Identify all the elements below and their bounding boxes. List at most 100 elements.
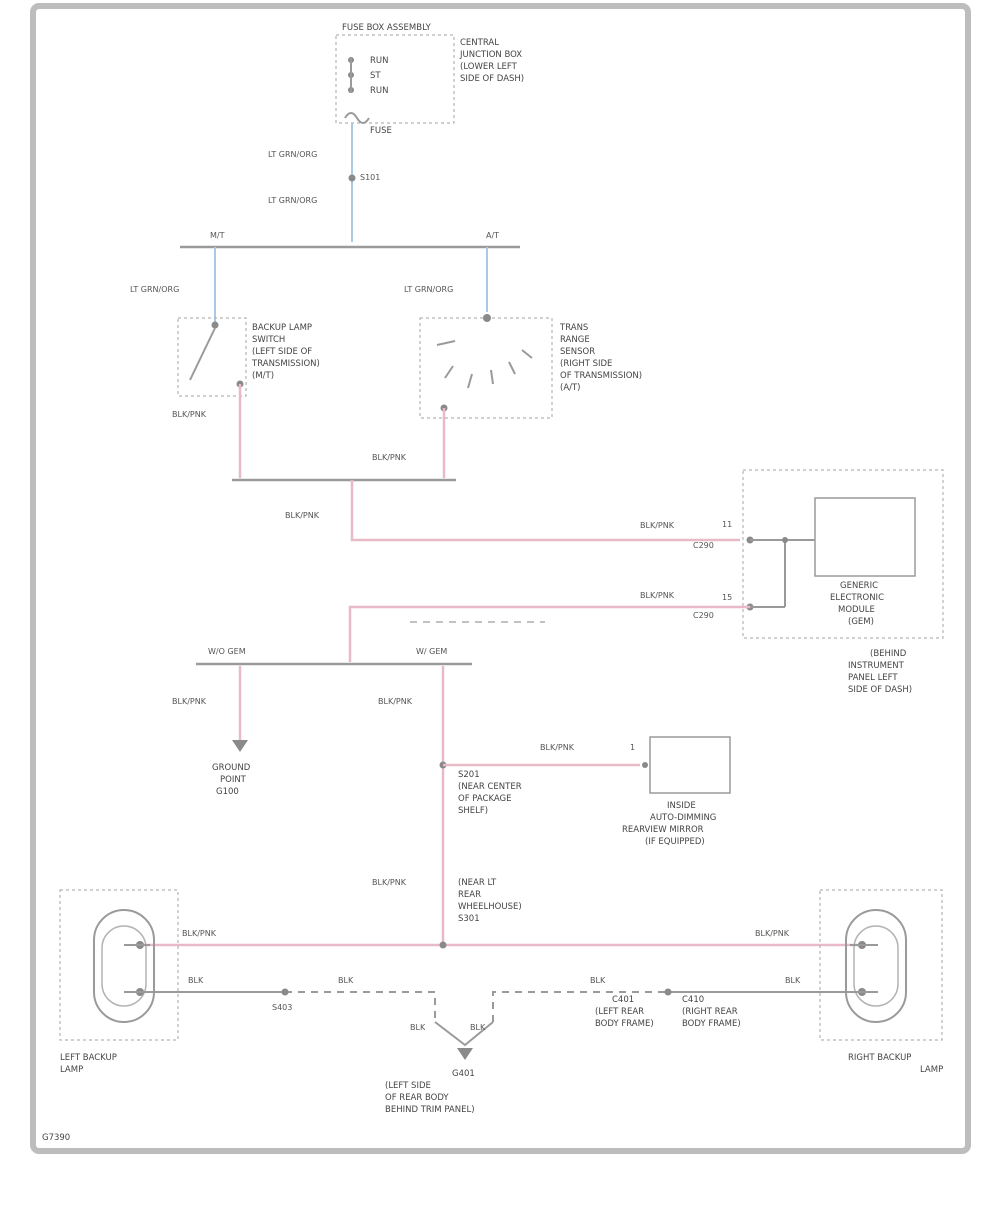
svg-text:M/T: M/T: [210, 231, 225, 240]
svg-text:BLK/PNK: BLK/PNK: [372, 878, 407, 887]
svg-text:RANGE: RANGE: [560, 335, 590, 345]
svg-text:JUNCTION BOX: JUNCTION BOX: [459, 50, 522, 60]
svg-text:TRANS: TRANS: [559, 323, 588, 333]
svg-text:POINT: POINT: [220, 775, 247, 785]
svg-text:SIDE OF DASH): SIDE OF DASH): [460, 74, 524, 84]
gem-module: GENERIC ELECTRONIC MODULE (GEM) (BEHIND …: [742, 469, 944, 695]
svg-text:RIGHT BACKUP: RIGHT BACKUP: [848, 1053, 911, 1063]
svg-text:CENTRAL: CENTRAL: [460, 38, 499, 48]
svg-text:WHEELHOUSE): WHEELHOUSE): [458, 902, 522, 912]
svg-text:(GEM): (GEM): [848, 617, 874, 627]
svg-text:BLK/PNK: BLK/PNK: [372, 453, 407, 462]
svg-text:(BEHIND: (BEHIND: [870, 649, 907, 659]
svg-text:RUN: RUN: [370, 86, 389, 96]
svg-text:BLK: BLK: [188, 976, 204, 985]
svg-text:OF REAR BODY: OF REAR BODY: [385, 1093, 449, 1103]
svg-text:G401: G401: [452, 1069, 475, 1079]
svg-text:(RIGHT SIDE: (RIGHT SIDE: [560, 359, 612, 369]
svg-text:BLK/PNK: BLK/PNK: [182, 929, 217, 938]
svg-text:G100: G100: [216, 787, 239, 797]
splice-s403: [281, 988, 289, 996]
svg-text:ST: ST: [370, 71, 381, 81]
svg-text:BLK: BLK: [590, 976, 606, 985]
left-backup-lamp: LEFT BACKUP LAMP: [59, 889, 179, 1075]
svg-text:INSIDE: INSIDE: [667, 801, 696, 811]
svg-text:OF TRANSMISSION): OF TRANSMISSION): [560, 371, 642, 381]
right-backup-lamp: RIGHT BACKUP LAMP: [819, 889, 943, 1075]
svg-text:BLK/PNK: BLK/PNK: [640, 591, 675, 600]
svg-text:15: 15: [722, 593, 732, 602]
ground-point-icon: [232, 740, 248, 752]
svg-text:BLK/PNK: BLK/PNK: [285, 511, 320, 520]
svg-text:RUN: RUN: [370, 56, 389, 66]
svg-text:BACKUP LAMP: BACKUP LAMP: [252, 323, 312, 333]
svg-text:(A/T): (A/T): [560, 383, 581, 393]
svg-text:PANEL LEFT: PANEL LEFT: [848, 673, 898, 683]
svg-text:S301: S301: [458, 914, 480, 924]
svg-text:BLK/PNK: BLK/PNK: [378, 697, 413, 706]
svg-text:BLK: BLK: [785, 976, 801, 985]
svg-text:LEFT BACKUP: LEFT BACKUP: [60, 1053, 117, 1063]
svg-text:S101: S101: [360, 173, 380, 182]
svg-text:SHELF): SHELF): [458, 806, 488, 816]
svg-text:REAR: REAR: [458, 890, 481, 900]
svg-text:W/O GEM: W/O GEM: [208, 647, 246, 656]
svg-text:C401: C401: [612, 995, 634, 1005]
wire-to-gem-upper: [350, 480, 740, 542]
svg-text:(M/T): (M/T): [252, 371, 274, 381]
svg-text:C290: C290: [693, 611, 714, 620]
svg-text:(LEFT SIDE OF: (LEFT SIDE OF: [252, 347, 312, 357]
svg-text:BEHIND TRIM PANEL): BEHIND TRIM PANEL): [385, 1105, 475, 1115]
svg-text:GENERIC: GENERIC: [840, 581, 878, 591]
svg-text:OF PACKAGE: OF PACKAGE: [458, 794, 512, 804]
svg-text:1: 1: [630, 743, 635, 752]
svg-text:BLK: BLK: [338, 976, 354, 985]
svg-text:(NEAR CENTER: (NEAR CENTER: [458, 782, 522, 792]
ground-g401: BLK BLK G401 (LEFT SIDE OF REAR BODY BEH…: [385, 991, 668, 1115]
fuse-box: FUSE BOX ASSEMBLY RUN ST RUN FUSE CENTRA…: [335, 23, 524, 136]
backup-lamp-switch-mt: BACKUP LAMP SWITCH (LEFT SIDE OF TRANSMI…: [177, 317, 320, 397]
svg-text:BLK: BLK: [410, 1023, 426, 1032]
footer-code: G7390: [42, 1133, 70, 1143]
splice-s101: [348, 174, 356, 182]
svg-text:BODY FRAME): BODY FRAME): [595, 1019, 654, 1029]
svg-text:(IF EQUIPPED): (IF EQUIPPED): [645, 837, 705, 847]
svg-text:BLK/PNK: BLK/PNK: [172, 410, 207, 419]
connector-right: [664, 988, 672, 996]
svg-text:INSTRUMENT: INSTRUMENT: [848, 661, 905, 671]
svg-text:11: 11: [722, 520, 732, 529]
svg-text:LAMP: LAMP: [920, 1065, 943, 1075]
wire-from-gem-lower: [348, 605, 750, 662]
svg-text:LT GRN/ORG: LT GRN/ORG: [404, 285, 453, 294]
svg-text:LT GRN/ORG: LT GRN/ORG: [268, 196, 317, 205]
svg-text:BODY FRAME): BODY FRAME): [682, 1019, 741, 1029]
svg-text:BLK/PNK: BLK/PNK: [755, 929, 790, 938]
inside-mirror: INSIDE AUTO-DIMMING REARVIEW MIRROR (IF …: [622, 736, 731, 847]
svg-text:(RIGHT REAR: (RIGHT REAR: [682, 1007, 738, 1017]
diagram-frame: [30, 3, 971, 1154]
trans-range-sensor-at: TRANS RANGE SENSOR (RIGHT SIDE OF TRANSM…: [419, 314, 642, 419]
svg-text:BLK/PNK: BLK/PNK: [172, 697, 207, 706]
svg-text:A/T: A/T: [486, 231, 499, 240]
svg-text:LT GRN/ORG: LT GRN/ORG: [130, 285, 179, 294]
svg-text:BLK: BLK: [470, 1023, 486, 1032]
svg-text:(NEAR LT: (NEAR LT: [458, 878, 497, 888]
svg-text:BLK/PNK: BLK/PNK: [640, 521, 675, 530]
svg-text:LAMP: LAMP: [60, 1065, 83, 1075]
svg-text:REARVIEW MIRROR: REARVIEW MIRROR: [622, 825, 704, 835]
splice-s301: [439, 941, 447, 949]
svg-text:LT GRN/ORG: LT GRN/ORG: [268, 150, 317, 159]
svg-text:SIDE OF DASH): SIDE OF DASH): [848, 685, 912, 695]
svg-text:MODULE: MODULE: [838, 605, 875, 615]
svg-text:GROUND: GROUND: [212, 763, 251, 773]
svg-text:W/ GEM: W/ GEM: [416, 647, 447, 656]
svg-text:SENSOR: SENSOR: [560, 347, 595, 357]
svg-text:TRANSMISSION): TRANSMISSION): [251, 359, 320, 369]
svg-text:FUSE: FUSE: [370, 126, 392, 136]
svg-text:(LEFT SIDE: (LEFT SIDE: [385, 1081, 431, 1091]
svg-text:ELECTRONIC: ELECTRONIC: [830, 593, 884, 603]
svg-text:AUTO-DIMMING: AUTO-DIMMING: [650, 813, 716, 823]
svg-text:(LEFT REAR: (LEFT REAR: [595, 1007, 644, 1017]
fuse-box-title: FUSE BOX ASSEMBLY: [342, 23, 432, 33]
